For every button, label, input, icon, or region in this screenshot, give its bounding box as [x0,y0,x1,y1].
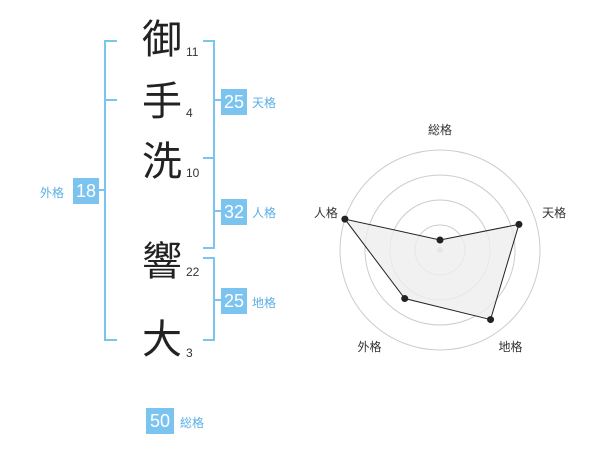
radar-data-points [341,215,523,324]
stroke-count-2: 4 [186,106,193,120]
stroke-count-4: 22 [186,265,200,279]
soukaku-label: 総格 [180,416,205,430]
chikaku-label: 地格 [252,296,277,310]
name-char-2: 手 [142,79,182,125]
name-char-4: 響 [142,239,182,285]
jinkaku-bracket [203,157,215,249]
stroke-count-1: 11 [186,45,199,59]
gaikaku-label: 外格 [40,186,65,200]
soukaku-score-badge: 50 [146,408,174,434]
name-char-1: 御 [142,17,182,63]
tenkaku-bracket [203,40,215,159]
radar-point-4 [401,295,409,303]
radar-point-2 [515,220,523,228]
radar-data-area [343,218,520,321]
gaikaku-bracket [104,40,117,341]
stroke-count-5: 3 [186,346,193,360]
stroke-count-3: 10 [186,166,200,180]
tenkaku-label: 天格 [252,96,277,110]
jinkaku-label: 人格 [252,206,277,220]
radar-grid-ring [339,149,541,351]
radar-point-5 [341,215,349,223]
radar-axis-label-5: 人格 [314,205,338,220]
radar-point-3 [487,316,495,324]
gaikaku-score-badge: 18 [73,178,99,204]
chikaku-bracket [203,257,215,341]
chikaku-score-badge: 25 [221,288,247,314]
radar-axis-label-2: 天格 [542,205,566,220]
name-char-5: 大 [142,317,182,363]
radar-point-1 [436,236,444,244]
radar-axis-label-3: 地格 [499,339,523,354]
jinkaku-score-badge: 32 [221,199,247,225]
name-char-3: 洗 [142,139,182,185]
radar-grid-ring [364,174,516,326]
tenkaku-score-badge: 25 [221,89,247,115]
radar-axis-label-1: 総格 [428,122,452,137]
radar-axis-label-4: 外格 [357,339,381,354]
